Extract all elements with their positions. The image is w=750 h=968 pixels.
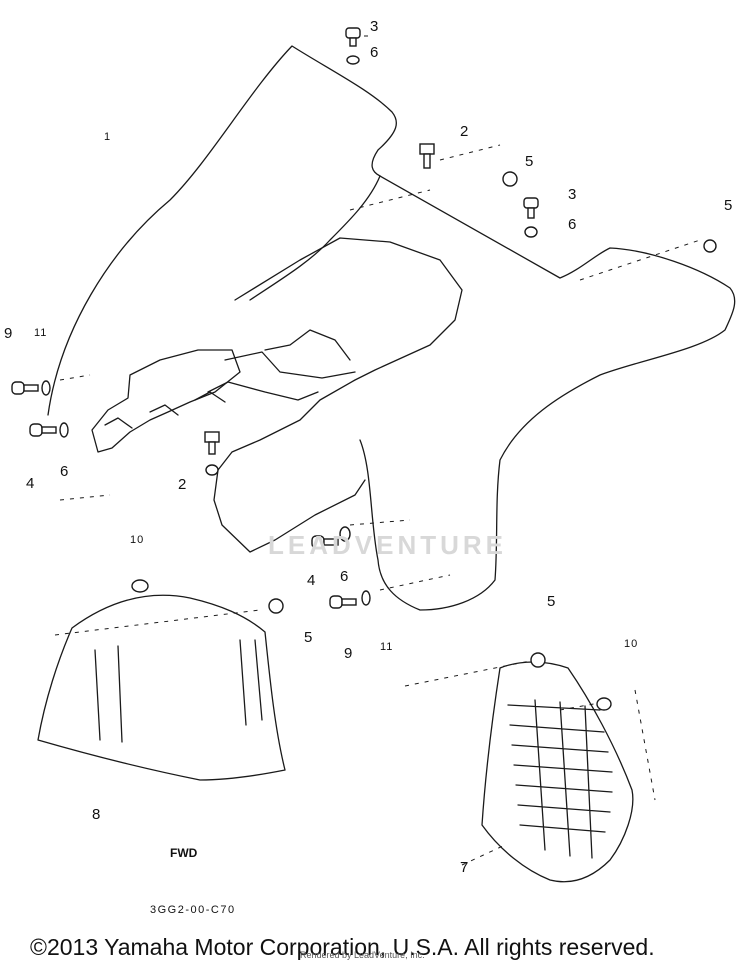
nut-10-flap-right — [596, 697, 612, 711]
nut-10-flap-left — [131, 579, 149, 593]
bolt-4-left — [29, 422, 69, 438]
tray-detail — [207, 329, 356, 401]
bolt-4-right — [311, 526, 351, 549]
callout-4: 4 — [26, 475, 35, 492]
forward-mark: FWD — [170, 846, 198, 860]
fender-inner-edge — [249, 175, 381, 301]
callout-5: 5 — [547, 593, 556, 610]
leader-line — [59, 494, 111, 501]
leader-line — [439, 144, 501, 161]
callout-5: 5 — [525, 153, 534, 170]
nut-5-upper — [502, 171, 518, 187]
bolt-2-upper — [419, 143, 435, 169]
leader-line — [634, 689, 656, 801]
leader-line — [349, 519, 411, 526]
callout-6: 6 — [60, 463, 69, 480]
flap-right-grid — [507, 699, 613, 859]
leader-line — [59, 374, 91, 381]
rear-fender — [47, 45, 736, 611]
callout-9: 9 — [4, 325, 13, 342]
nut-5-flap-left — [268, 598, 284, 614]
callout-8: 8 — [92, 806, 101, 823]
callout-6: 6 — [370, 44, 379, 61]
leader-line — [379, 574, 451, 591]
nut-5-flap-right — [530, 652, 546, 668]
callout-3: 3 — [370, 18, 379, 35]
bolt-3-top — [345, 27, 361, 47]
leader-line — [559, 701, 606, 711]
bracket-tabs — [104, 391, 226, 429]
callout-4: 4 — [307, 572, 316, 589]
watermark: LEADVENTURE — [268, 530, 508, 560]
flap-left-ribs — [94, 639, 263, 743]
leader-line — [349, 189, 431, 211]
callout-7: 7 — [460, 859, 469, 876]
callout-2: 2 — [460, 123, 469, 140]
callout-3: 3 — [568, 186, 577, 203]
bolt-9-right — [329, 590, 371, 609]
leader-line — [404, 659, 536, 687]
callout-2: 2 — [178, 476, 187, 493]
callout-11: 11 — [380, 641, 394, 653]
bolt-9-left — [11, 380, 51, 396]
leader-line — [579, 239, 701, 281]
rendered-by-note: Rendered by LeadVenture, Inc. — [300, 950, 425, 960]
nut-5-right — [703, 239, 717, 253]
copyright-notice: ©2013 Yamaha Motor Corporation, U.S.A. A… — [30, 934, 655, 960]
callout-9: 9 — [344, 645, 353, 662]
washer-6-right — [524, 226, 538, 238]
mud-flap-right — [481, 661, 634, 883]
washer-6-top — [346, 55, 360, 65]
drawing-code: 3GG2-00-C70 — [150, 904, 236, 916]
callout-10: 10 — [130, 534, 145, 546]
callout-5: 5 — [724, 197, 733, 214]
callout-10: 10 — [624, 638, 639, 650]
tail-tray — [213, 237, 463, 553]
callout-5: 5 — [304, 629, 313, 646]
callout-6: 6 — [340, 568, 349, 585]
leader-line — [54, 609, 261, 636]
leader-line — [461, 844, 506, 866]
bolt-3-right — [523, 197, 539, 219]
callout-1: 1 — [104, 131, 112, 143]
bolt-2-lower — [204, 431, 220, 476]
mud-flap-left — [37, 594, 286, 781]
mount-bracket — [91, 349, 241, 453]
callout-6: 6 — [568, 216, 577, 233]
callout-11: 11 — [34, 327, 48, 339]
